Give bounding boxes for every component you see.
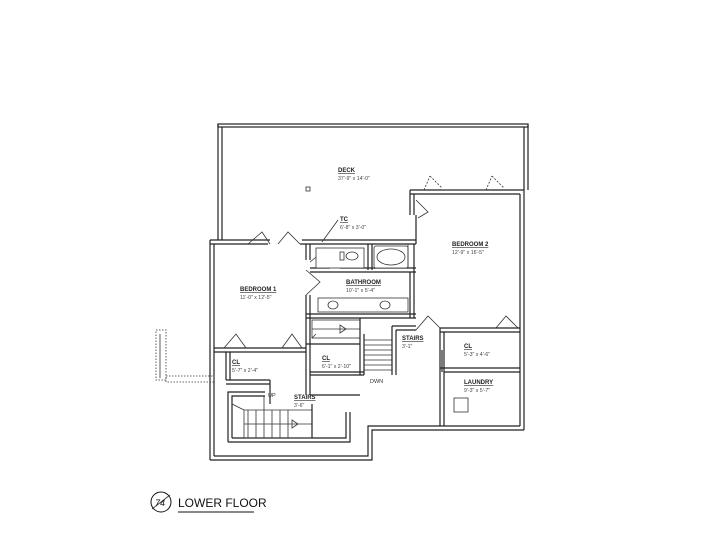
tc-dims: 6'-8" x 3'-0" (340, 225, 366, 231)
mid-closet-walls (306, 343, 364, 396)
up-note: UP (268, 393, 276, 399)
stairs-low-label: STAIRS (294, 395, 316, 401)
sheet-badge-number: 74 (155, 498, 165, 508)
bedroom1-label: BEDROOM 1 (240, 287, 277, 293)
left-closet-walls (214, 333, 306, 385)
deck-outline (217, 123, 529, 240)
plan-title: LOWER FLOOR (178, 496, 267, 510)
right-rooms-walls (415, 315, 520, 426)
cl-right-dims: 5'-3" x 4'-6" (464, 352, 490, 358)
bedroom2-dims: 12'-9" x 16'-5" (452, 250, 484, 256)
stair-treads-mid (364, 339, 392, 371)
plan-caption: 74 LOWER FLOOR (150, 491, 267, 513)
cl-left-label: CL (232, 360, 240, 366)
bedroom1-doors (247, 231, 301, 245)
middle-stairs (311, 318, 416, 375)
cl-left-dims: 5'-7" x 2'-4" (232, 368, 258, 374)
cl-mid-dims: 6'-1" x 2'-10" (322, 364, 351, 370)
tc-label: TC (340, 217, 349, 223)
bedroom2-label: BEDROOM 2 (452, 242, 489, 248)
deck-label: DECK (338, 168, 356, 174)
room-labels: DECK 37'-9" x 14'-0" TC 6'-8" x 3'-0" BE… (232, 168, 493, 409)
bathroom-dims: 10'-1" x 5'-4" (346, 288, 375, 294)
laundry-label: LAUNDRY (464, 380, 493, 386)
stairs-low-dims: 3'-6" (294, 403, 304, 409)
deck-sliding-door (415, 175, 505, 219)
bedroom1-dims: 11'-0" x 12'-5" (240, 295, 272, 301)
bathroom-fixtures (315, 244, 409, 313)
laundry-dims: 9'-3" x 5'-7" (464, 388, 490, 394)
bathroom-label: BATHROOM (346, 280, 381, 286)
cl-right-label: CL (464, 344, 472, 350)
exterior-walls (209, 189, 525, 461)
down-note: DWN (370, 379, 383, 385)
stairs-mid-dims: 3'-1" (402, 344, 412, 350)
cl-mid-label: CL (322, 356, 330, 362)
deck-post-marker (305, 186, 311, 192)
lower-stairs (231, 380, 313, 439)
deck-dims: 37'-9" x 14'-0" (338, 176, 370, 182)
stairs-mid-label: STAIRS (402, 336, 424, 342)
side-retaining-wall (155, 329, 215, 383)
